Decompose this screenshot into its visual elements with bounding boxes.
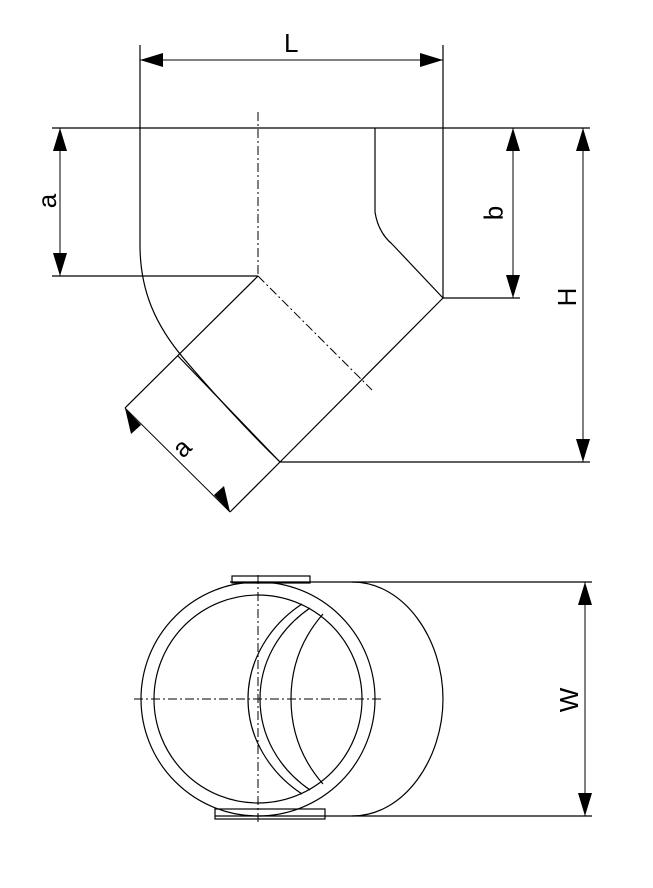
a-diagonal-dimension-line <box>124 407 231 513</box>
a-diagonal-arrow-bottom <box>214 486 230 512</box>
socket-end-face <box>124 275 259 409</box>
a-arrow-top <box>53 128 67 151</box>
outer-diagonal-outline <box>279 297 444 463</box>
q-arrow-bottom <box>506 275 520 298</box>
h-arrow-top <box>576 128 590 151</box>
l-arrow-right <box>420 53 443 67</box>
a-diagonal-arrow-top <box>125 408 141 434</box>
a-arrow-bottom <box>53 253 67 276</box>
label-w: W <box>554 687 584 712</box>
w-arrow-top <box>578 582 592 605</box>
bore-arc-middle <box>259 607 311 791</box>
label-a-diagonal: a <box>166 432 198 464</box>
w-arrow-bottom <box>578 793 592 816</box>
q-arrow-top <box>506 128 520 151</box>
inner-bend-curve <box>374 211 393 245</box>
bottom-lug <box>214 808 326 820</box>
body-right-silhouette <box>351 581 444 817</box>
diagonal-centerline <box>257 275 373 391</box>
socket-lower-line <box>229 461 281 513</box>
l-arrow-left <box>140 53 163 67</box>
label-q: q <box>483 206 513 220</box>
elbow-side-view: L a q H a <box>32 28 590 513</box>
h-arrow-bottom <box>576 439 590 462</box>
label-l: L <box>284 28 298 58</box>
inner-diagonal-outline <box>391 243 444 299</box>
outer-bend-curve <box>139 244 281 463</box>
socket-depth-line <box>177 355 281 463</box>
label-a-top: a <box>32 193 62 208</box>
elbow-end-view: W <box>134 575 592 823</box>
label-h: H <box>552 288 582 307</box>
